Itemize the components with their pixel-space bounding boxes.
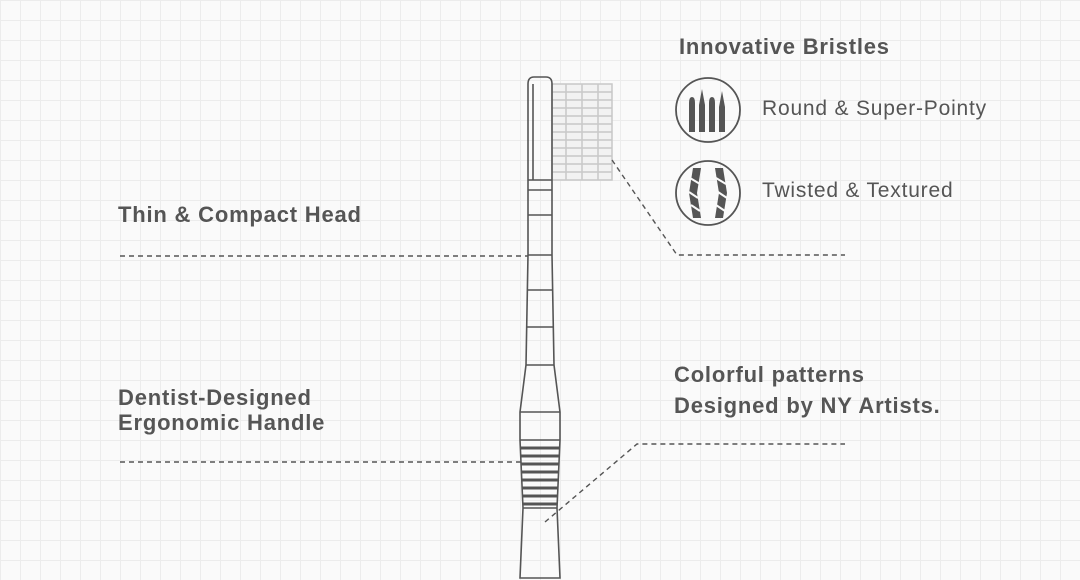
- head-callout: Thin & Compact Head: [118, 202, 362, 227]
- handle-pattern-stripes: [521, 446, 559, 506]
- pointy-bristles-icon: [675, 77, 741, 143]
- twisted-bristles-icon: [675, 160, 741, 226]
- bristles-leader-line: [611, 159, 845, 256]
- handle-callout-line1: Dentist-Designed: [118, 385, 312, 410]
- patterns-leader-line: [544, 443, 845, 523]
- pointy-bristles-label: Round & Super-Pointy: [762, 97, 987, 120]
- patterns-callout-line1: Colorful patterns: [674, 362, 865, 387]
- patterns-callout-line2: Designed by NY Artists.: [674, 393, 941, 418]
- toothbrush-body: [519, 76, 561, 579]
- twisted-bristles-label: Twisted & Textured: [762, 179, 954, 202]
- bristles-title: Innovative Bristles: [679, 34, 890, 59]
- handle-callout-line2: Ergonomic Handle: [118, 410, 326, 435]
- toothbrush-bristles: [551, 83, 613, 181]
